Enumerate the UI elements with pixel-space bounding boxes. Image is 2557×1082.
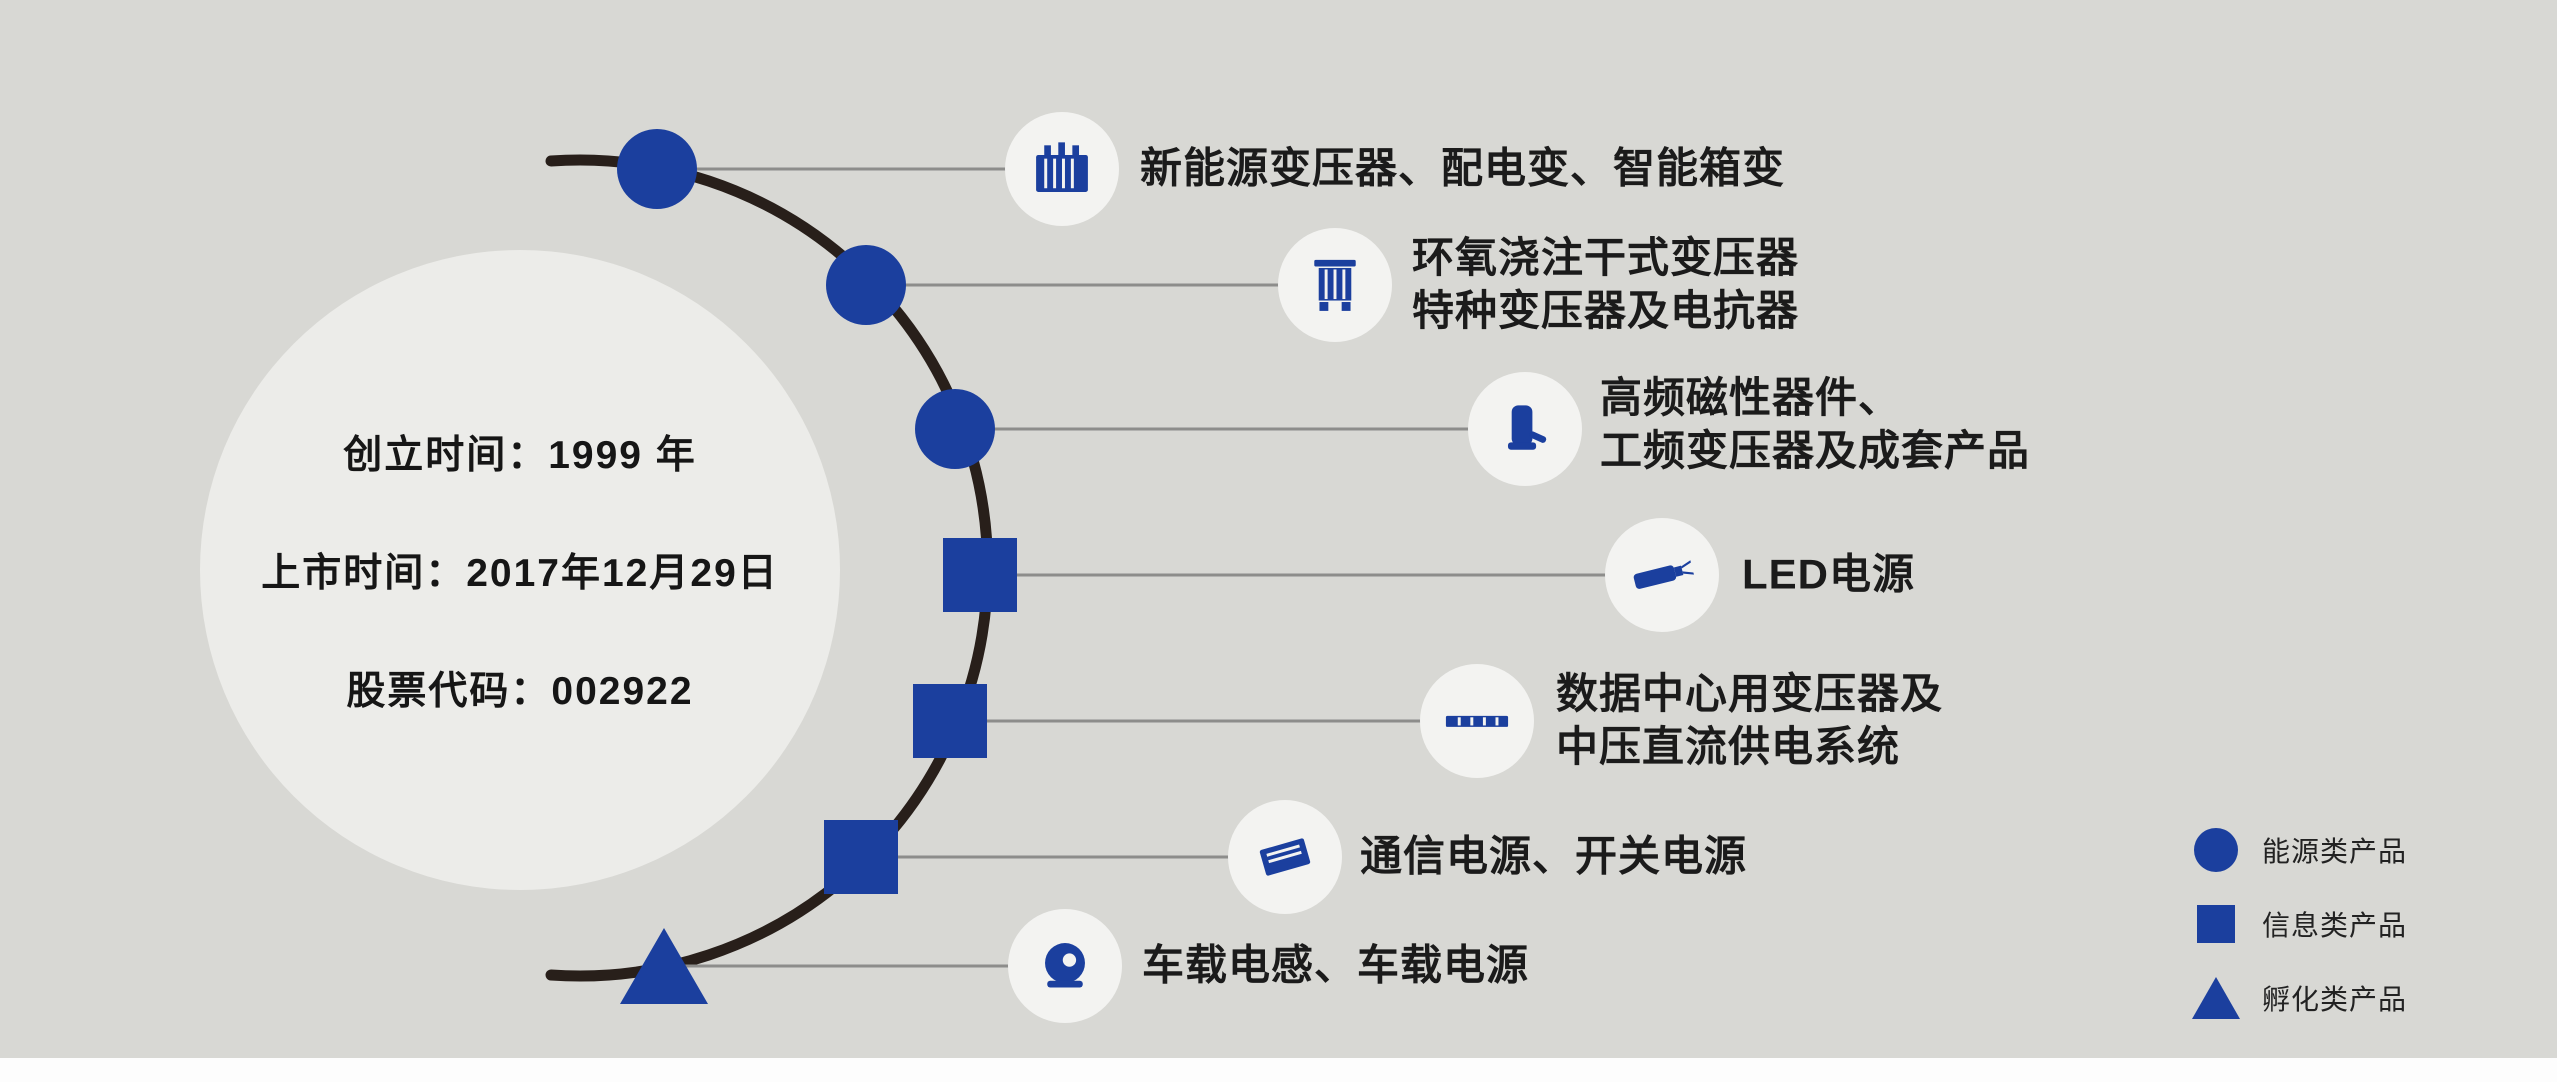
bottom-strip <box>0 1058 2557 1082</box>
product-label: 车载电感、车载电源 <box>1142 941 1530 989</box>
timeline-marker-square <box>943 538 1017 612</box>
product-label: 新能源变压器、配电变、智能箱变 <box>1140 144 1786 192</box>
company-stock-code: 股票代码：002922 <box>346 670 694 713</box>
timeline-marker-circle <box>617 129 697 209</box>
timeline-marker-square <box>913 684 987 758</box>
timeline-marker-circle <box>915 389 995 469</box>
legend-label: 孵化类产品 <box>2262 984 2408 1015</box>
legend-label: 信息类产品 <box>2262 910 2408 941</box>
legend-label: 能源类产品 <box>2262 836 2408 867</box>
legend-circle-marker <box>2192 828 2240 872</box>
dry-transformer-icon <box>1314 259 1356 311</box>
timeline-marker-circle <box>826 245 906 325</box>
product-icon-bubble <box>1008 909 1122 1023</box>
telecom-power-icon <box>1259 838 1311 876</box>
product-icon-bubble <box>1605 518 1719 632</box>
legend-item-information: 信息类产品 <box>2192 902 2407 946</box>
product-label: LED电源 <box>1742 550 1916 598</box>
product-icon-bubble <box>1420 664 1534 778</box>
timeline-marker-square <box>824 820 898 894</box>
product-icon-bubble <box>1005 112 1119 226</box>
magnetic-device-icon <box>1507 405 1547 450</box>
legend: 能源类产品 信息类产品 孵化类产品 <box>2192 828 2407 1020</box>
product-label: 数据中心用变压器及 中压直流供电系统 <box>1556 670 1944 770</box>
legend-item-energy: 能源类产品 <box>2192 828 2407 872</box>
legend-triangle-marker <box>2192 977 2240 1019</box>
transformer-icon <box>1036 142 1088 192</box>
product-icon-bubble <box>1468 372 1582 486</box>
product-icon-bubble <box>1278 228 1392 342</box>
timeline-arc <box>545 154 994 982</box>
company-info-circle: 创立时间：1999 年 上市时间：2017年12月29日 股票代码：002922 <box>200 250 840 890</box>
product-label: 环氧浇注干式变压器 特种变压器及电抗器 <box>1412 234 1800 334</box>
datacenter-power-icon <box>1445 715 1509 727</box>
product-icon-bubble <box>1228 800 1342 914</box>
legend-square-marker <box>2192 905 2240 943</box>
product-label: 高频磁性器件、 工频变压器及成套产品 <box>1600 374 2031 474</box>
timeline-marker-triangle <box>620 928 708 1004</box>
vehicle-power-icon <box>1045 943 1085 988</box>
company-listing-date: 上市时间：2017年12月29日 <box>261 552 779 595</box>
led-power-icon <box>1633 560 1694 589</box>
product-label: 通信电源、开关电源 <box>1360 832 1748 880</box>
company-founding-date: 创立时间：1999 年 <box>343 434 697 477</box>
legend-item-incubation: 孵化类产品 <box>2192 976 2407 1020</box>
